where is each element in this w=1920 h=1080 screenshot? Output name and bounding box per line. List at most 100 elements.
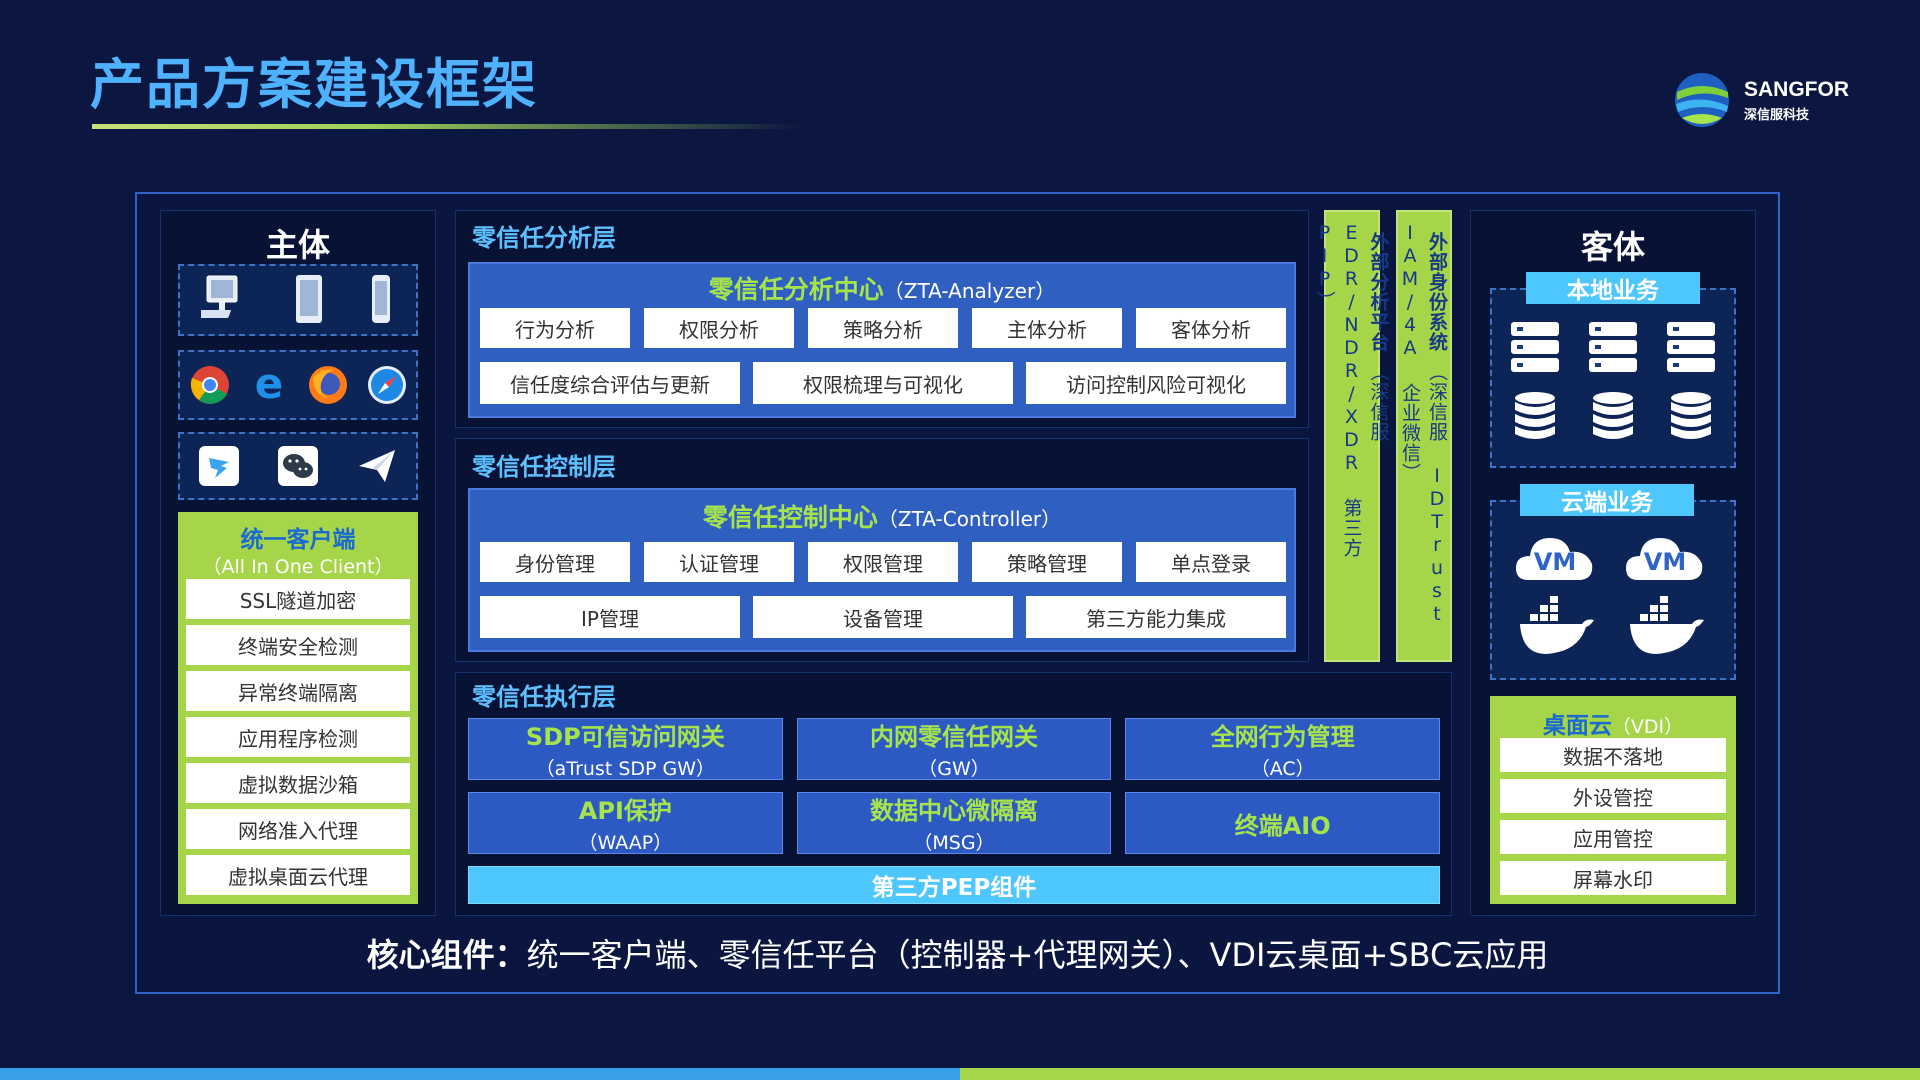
exec-box-msg: 数据中心微隔离 （MSG） bbox=[796, 792, 1112, 854]
server-icon bbox=[1667, 322, 1715, 372]
analysis-row1: 行为分析 权限分析 策略分析 主体分析 客体分析 bbox=[480, 308, 1286, 348]
cloud-business-tag: 云端业务 bbox=[1520, 484, 1694, 516]
vdi-heading: 桌面云（VDI） bbox=[1490, 706, 1736, 740]
control-item: 设备管理 bbox=[753, 596, 1013, 638]
client-item: 应用程序检测 bbox=[186, 717, 410, 757]
paper-plane-icon bbox=[358, 450, 395, 482]
exec-box-subtitle: （aTrust SDP GW） bbox=[535, 758, 716, 780]
bottom-bar-blue bbox=[0, 1068, 960, 1080]
device-icons-group bbox=[178, 264, 418, 336]
vm-cloud-icon: VM bbox=[1624, 528, 1706, 582]
external-analysis-platform: 外部分析平台（深信服 EDR/NDR/XDR 第三方 PIP） bbox=[1314, 210, 1390, 662]
svg-text:e: e bbox=[254, 364, 283, 406]
exec-box-subtitle: （WAAP） bbox=[578, 832, 673, 854]
exec-box-title: API保护 bbox=[578, 797, 672, 825]
exec-layer-title: 零信任执行层 bbox=[472, 683, 616, 711]
cloud-icon bbox=[1516, 538, 1593, 580]
client-item: 网络准入代理 bbox=[186, 809, 410, 849]
control-item: IP管理 bbox=[480, 596, 740, 638]
control-row2: IP管理 设备管理 第三方能力集成 bbox=[480, 596, 1286, 638]
vdi-item: 应用管控 bbox=[1500, 820, 1726, 854]
bottom-bar-green bbox=[960, 1068, 1920, 1080]
server-icon bbox=[1589, 322, 1637, 372]
control-item: 认证管理 bbox=[644, 542, 794, 582]
analysis-center-subtitle: （ZTA-Analyzer） bbox=[883, 279, 1056, 303]
external-analysis-title: 外部分析平台 bbox=[1367, 232, 1390, 352]
external-analysis-subtitle: （深信服 EDR/NDR/XDR 第三方 PIP） bbox=[1313, 222, 1390, 558]
vdi-item: 屏幕水印 bbox=[1500, 861, 1726, 895]
pep-bar: 第三方PEP组件 bbox=[468, 866, 1440, 904]
local-icons bbox=[1496, 318, 1730, 448]
analysis-layer-title: 零信任分析层 bbox=[472, 224, 616, 252]
firefox-icon bbox=[308, 366, 347, 404]
control-center-subtitle: （ZTA-Controller） bbox=[877, 507, 1062, 531]
analysis-row2: 信任度综合评估与更新 权限梳理与可视化 访问控制风险可视化 bbox=[480, 362, 1286, 404]
object-title: 客体 bbox=[1580, 228, 1645, 266]
app-icons-group bbox=[178, 432, 418, 500]
exec-grid: SDP可信访问网关 （aTrust SDP GW） 内网零信任网关 （GW） 全… bbox=[468, 718, 1440, 854]
exec-box-title: 数据中心微隔离 bbox=[869, 797, 1038, 825]
cloud-business-group bbox=[1490, 500, 1736, 680]
core-text: 统一客户端、零信任平台（控制器+代理网关）、VDI云桌面+SBC云应用 bbox=[526, 936, 1549, 974]
client-title: 统一客户端 bbox=[240, 527, 356, 553]
vm-cloud-icon: VM bbox=[1514, 528, 1596, 582]
exec-box-subtitle: （MSG） bbox=[913, 832, 995, 854]
vdi-item: 数据不落地 bbox=[1500, 738, 1726, 772]
analysis-item: 行为分析 bbox=[480, 308, 630, 348]
analysis-center-heading: 零信任分析中心（ZTA-Analyzer） bbox=[468, 270, 1296, 306]
client-item: 虚拟数据沙箱 bbox=[186, 763, 410, 803]
vdi-title: 桌面云 bbox=[1542, 713, 1612, 739]
vdi-items: 数据不落地 外设管控 应用管控 屏幕水印 bbox=[1500, 738, 1726, 895]
vm-label: VM bbox=[1533, 548, 1577, 576]
core-components: 核心组件：统一客户端、零信任平台（控制器+代理网关）、VDI云桌面+SBC云应用 bbox=[135, 930, 1780, 976]
desktop-icon bbox=[200, 275, 238, 318]
logo-sub: 深信服科技 bbox=[1744, 108, 1810, 123]
local-business-tag: 本地业务 bbox=[1526, 272, 1700, 304]
docker-icon bbox=[1630, 596, 1704, 654]
control-row1: 身份管理 认证管理 权限管理 策略管理 单点登录 bbox=[480, 542, 1286, 582]
ie-icon: e bbox=[254, 364, 283, 406]
server-icon bbox=[1511, 322, 1559, 372]
analysis-item: 策略分析 bbox=[808, 308, 958, 348]
client-items: SSL隧道加密 终端安全检测 异常终端隔离 应用程序检测 虚拟数据沙箱 网络准入… bbox=[186, 579, 410, 895]
vm-label: VM bbox=[1643, 548, 1687, 576]
database-icon bbox=[1593, 392, 1633, 439]
title-underline bbox=[92, 124, 802, 129]
chrome-icon bbox=[190, 366, 229, 404]
browser-icons-group: e bbox=[178, 350, 418, 420]
cloud-icon bbox=[1626, 538, 1703, 580]
core-label: 核心组件： bbox=[366, 936, 527, 974]
exec-box-gw: 内网零信任网关 （GW） bbox=[796, 718, 1112, 780]
sangfor-logo: SANGFOR 深信服科技 bbox=[1672, 70, 1862, 130]
client-item: 终端安全检测 bbox=[186, 625, 410, 665]
analysis-item: 主体分析 bbox=[972, 308, 1122, 348]
database-icon bbox=[1515, 392, 1555, 439]
subject-title: 主体 bbox=[265, 226, 330, 264]
exec-box-subtitle: （GW） bbox=[918, 758, 990, 780]
control-item: 单点登录 bbox=[1136, 542, 1286, 582]
exec-box-ac: 全网行为管理 （AC） bbox=[1125, 718, 1440, 780]
control-center-title: 零信任控制中心 bbox=[702, 503, 878, 532]
analysis-center-title: 零信任分析中心 bbox=[708, 275, 884, 304]
exec-box-title: 终端AIO bbox=[1234, 811, 1331, 840]
exec-box-sdp: SDP可信访问网关 （aTrust SDP GW） bbox=[468, 718, 783, 780]
wechat-icon bbox=[277, 446, 318, 486]
docker-icon bbox=[1520, 596, 1594, 654]
globe-logo-icon bbox=[1675, 73, 1729, 127]
safari-icon bbox=[367, 366, 406, 404]
external-identity-title: 外部身份系统 bbox=[1426, 232, 1448, 352]
control-center-heading: 零信任控制中心（ZTA-Controller） bbox=[468, 498, 1296, 534]
dingtalk-icon bbox=[199, 446, 240, 486]
control-item: 权限管理 bbox=[808, 542, 958, 582]
analysis-item: 访问控制风险可视化 bbox=[1026, 362, 1286, 404]
control-item: 身份管理 bbox=[480, 542, 630, 582]
exec-box-title: 全网行为管理 bbox=[1210, 723, 1355, 751]
exec-box-waap: API保护 （WAAP） bbox=[468, 792, 783, 854]
page-title: 产品方案建设框架 bbox=[90, 53, 538, 116]
client-item: 异常终端隔离 bbox=[186, 671, 410, 711]
client-item: 虚拟桌面云代理 bbox=[186, 855, 410, 895]
control-item: 第三方能力集成 bbox=[1026, 596, 1286, 638]
external-identity-system: 外部身份系统（深信服 IDTrust IAM/4A 企业微信） bbox=[1396, 210, 1452, 662]
client-item: SSL隧道加密 bbox=[186, 579, 410, 619]
analysis-item: 客体分析 bbox=[1136, 308, 1286, 348]
